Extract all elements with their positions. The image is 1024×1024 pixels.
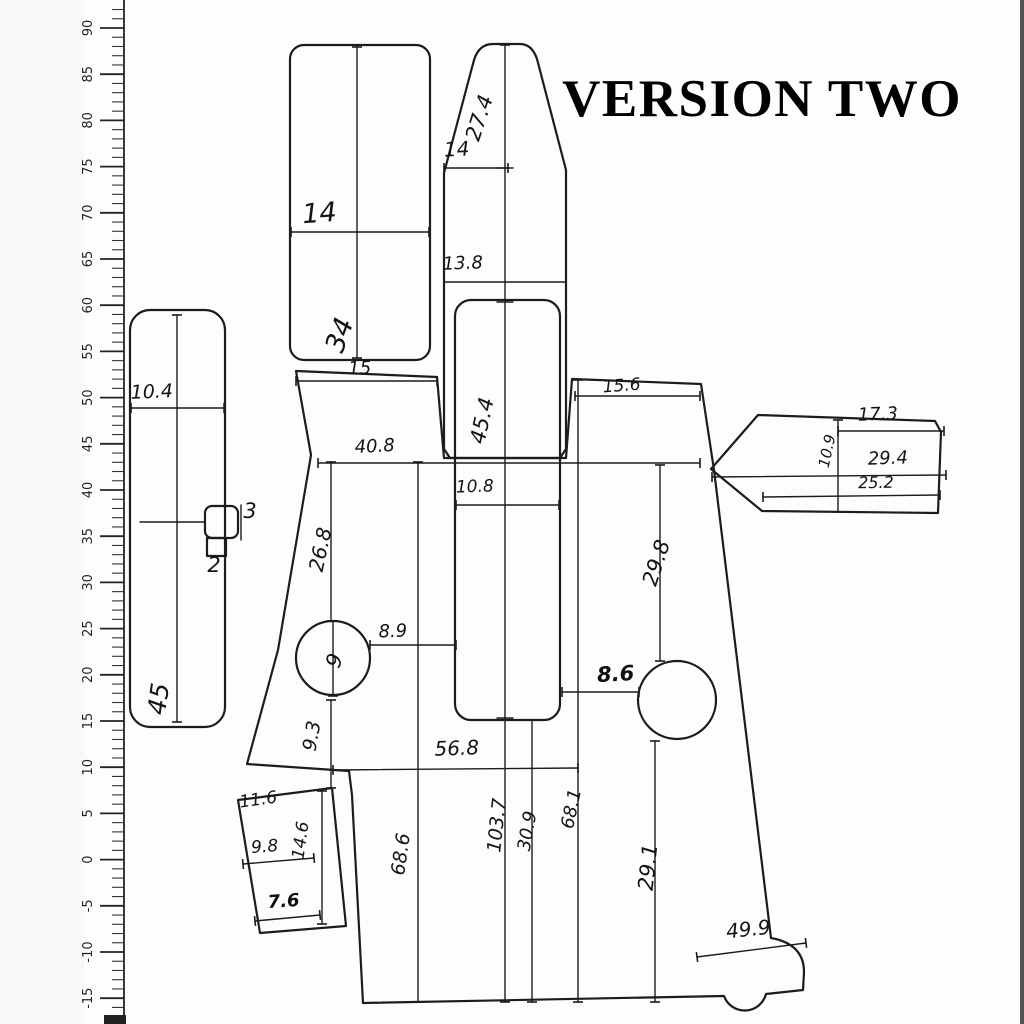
ruler-label: 70	[81, 205, 96, 222]
ruler-label: 80	[81, 112, 96, 129]
dim-label-7-6: 7.6	[267, 890, 300, 913]
dim-label-detail-width: 2	[207, 553, 220, 577]
dim-label-left-rect-h: 45	[142, 681, 175, 717]
dim-label-right-bottom: 25.2	[858, 473, 894, 493]
dim-line-49-9	[695, 937, 808, 963]
dim-label-14-6: 14.6	[289, 820, 314, 860]
dim-label-detail-depth: 3	[243, 499, 256, 523]
ruler: 908580757065605550454035302520151050-5-1…	[81, 0, 125, 1020]
dim-label-center-pad-h: 45.4	[466, 395, 499, 446]
dim-label-68-1: 68.1	[557, 787, 586, 831]
dim-label-left-rect-w: 10.4	[130, 380, 173, 403]
cutout-circle-right	[636, 659, 718, 741]
ruler-label: 60	[81, 297, 96, 314]
dim-label-8-9: 8.9	[378, 621, 407, 643]
ruler-label: 45	[81, 436, 96, 453]
dim-label-68-6: 68.6	[387, 832, 415, 877]
dim-label-rocket-w-top: 14	[443, 136, 470, 161]
ruler-label: 20	[81, 667, 96, 684]
ruler-label: -10	[81, 941, 96, 962]
rocket-piece	[442, 42, 568, 460]
ruler-label: -15	[81, 988, 96, 1009]
scan-artifact	[104, 1015, 126, 1024]
dim-label-rocket-w-mid: 13.8	[442, 252, 483, 274]
dim-label-9-8: 9.8	[250, 836, 279, 858]
dim-line-29-4	[711, 469, 947, 483]
dim-label-right-mid: 29.4	[867, 447, 908, 469]
dim-label-49-9: 49.9	[725, 915, 772, 944]
tab-detail	[203, 504, 240, 540]
ruler-label: -5	[81, 899, 96, 912]
dim-label-rect-top-w: 14	[301, 197, 337, 230]
ruler-label: 30	[81, 574, 96, 591]
dim-label-wing-right-w: 15.6	[602, 375, 641, 398]
scan-edge-line	[1020, 0, 1024, 1024]
dim-label-9: 9	[321, 650, 348, 671]
center-pad-piece	[453, 298, 562, 722]
ruler-label: 40	[81, 482, 96, 499]
dim-label-wing-left-w: 15	[348, 358, 372, 380]
ruler-label: 0	[81, 855, 96, 863]
dim-label-56-8: 56.8	[434, 735, 479, 761]
ruler-label: 90	[81, 20, 96, 37]
dim-label-8-6: 8.6	[596, 661, 634, 687]
ruler-label: 55	[81, 343, 96, 360]
page-title: VERSION TWO	[562, 70, 962, 128]
ruler-label: 50	[81, 389, 96, 406]
top-rect-piece	[288, 43, 432, 362]
ruler-label: 5	[81, 809, 96, 817]
scan-margin	[0, 0, 84, 1024]
dim-label-body-w-top: 40.8	[354, 435, 395, 458]
dim-label-29-1: 29.1	[634, 843, 663, 892]
ruler-label: 15	[81, 713, 96, 730]
dim-label-right-h: 10.9	[815, 433, 840, 469]
dim-line-56-8	[332, 762, 579, 776]
dim-line-7-6	[253, 909, 322, 927]
bottom-left-quad-piece	[236, 786, 348, 935]
dim-label-rect-top-h: 34	[320, 314, 361, 357]
ruler-label: 10	[81, 759, 96, 776]
ruler-label: 85	[81, 66, 96, 83]
ruler-label: 25	[81, 620, 96, 637]
dim-label-9-3: 9.3	[299, 719, 326, 753]
ruler-label: 75	[81, 158, 96, 175]
tab-notch-detail	[205, 536, 228, 558]
dim-line-25-2	[762, 489, 941, 503]
dim-label-30-9: 30.9	[514, 809, 542, 852]
dim-label-center-pad-w: 10.8	[456, 476, 495, 497]
ruler-label: 65	[81, 251, 96, 268]
dim-label-29-8: 29.8	[638, 537, 675, 589]
left-rail-piece	[128, 308, 227, 729]
ruler-label: 35	[81, 528, 96, 545]
dim-line-9-8	[241, 852, 316, 870]
dim-label-right-top: 17.3	[857, 403, 898, 425]
dim-label-11-6: 11.6	[238, 787, 278, 812]
dim-label-103-7: 103.7	[483, 797, 511, 853]
